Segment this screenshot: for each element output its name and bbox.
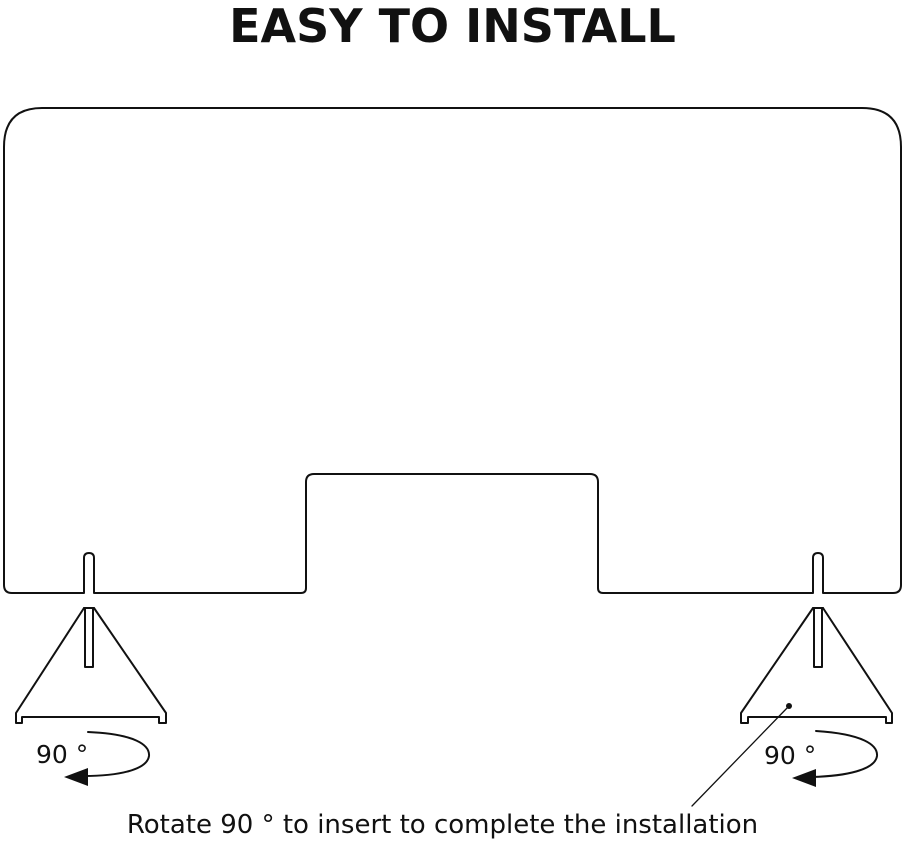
arrowhead-right-icon: [792, 769, 816, 787]
leader-dot: [786, 703, 792, 709]
instruction-caption: Rotate 90 ° to insert to complete the in…: [126, 810, 759, 840]
arrowhead-left-icon: [64, 768, 88, 786]
shield-panel: [3, 107, 902, 594]
rotation-label-left: 90 °: [36, 740, 89, 769]
leader-line: [691, 703, 792, 807]
rotation-label-right: 90 °: [764, 741, 817, 770]
left-foot-stand: [15, 607, 167, 724]
right-foot-stand: [740, 607, 893, 724]
page-title: EASY TO INSTALL: [229, 0, 676, 53]
rotation-arrow-right: [792, 730, 878, 787]
rotation-arrow-left: [64, 731, 150, 786]
